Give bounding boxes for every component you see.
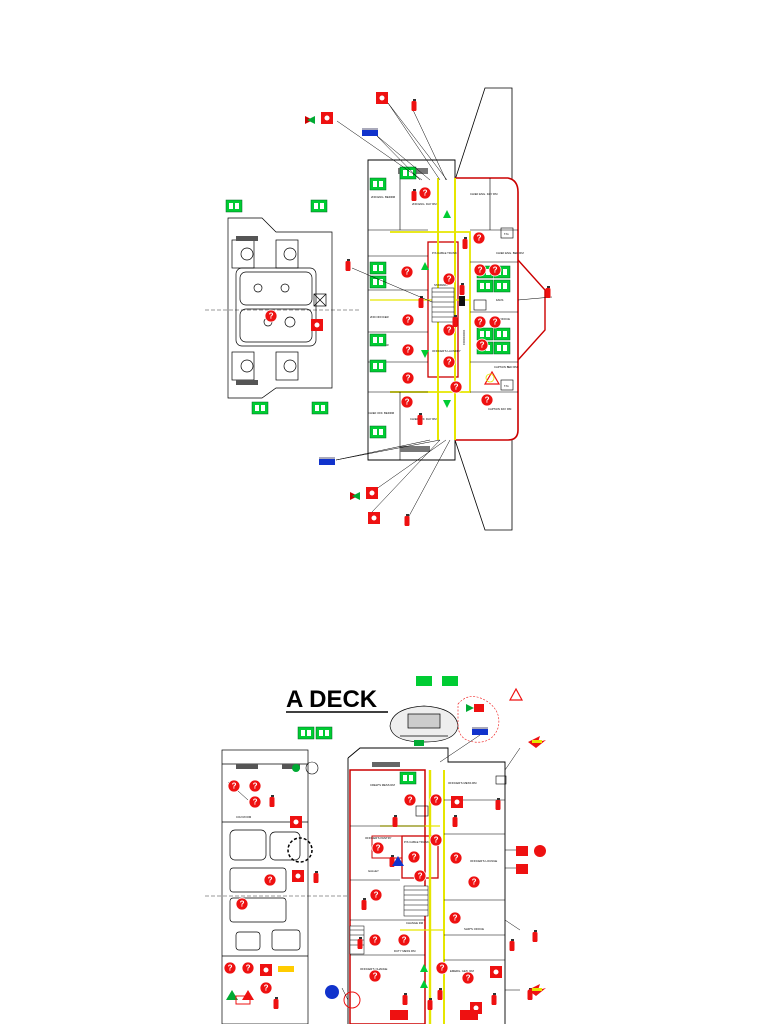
room-label: EMERG. GEN. RM [450, 969, 474, 973]
room-label: CORRIDOR [462, 330, 466, 345]
hydrant-icon [325, 985, 339, 999]
alarm-box-icon [490, 966, 502, 978]
alarm-box-icon [292, 870, 304, 882]
room-label: CHIEF ENG. DAY RM [470, 192, 498, 196]
fire-hose-box-icon [319, 457, 335, 465]
room-label: CHIEF OFF. DAY RM [410, 417, 437, 421]
extinguisher-icon [345, 259, 351, 271]
room-label: OFFICER'S MESS RM [448, 781, 477, 785]
room-label: P/S CABLE TRUNK [432, 251, 457, 255]
room-label: CHIEF ENG. BED RM [496, 251, 524, 255]
fire-detector-icon [223, 779, 277, 995]
alarm-box-icon [376, 92, 388, 104]
room-label: FANS [496, 298, 503, 302]
room-label: 2ND OFFICER [370, 315, 389, 319]
alarm-box-icon [321, 112, 333, 124]
room-label: T/G [504, 232, 509, 236]
escape-arrow-icon [421, 210, 451, 408]
warning-triangle-icon [508, 687, 524, 701]
exit-sign-icon [311, 401, 329, 415]
room-label: STAIRWAY [434, 283, 448, 287]
exit-sign-icon [225, 199, 243, 213]
room-label: CREW'S MESS RM [370, 783, 395, 787]
room-label: OFFICER'S CHANGE [360, 967, 388, 971]
room-label: OFFICER'S LAUNDRY [432, 349, 461, 353]
alarm-box-icon [311, 319, 323, 331]
extinguisher-icon [313, 871, 319, 883]
deck-title: A DECK [286, 686, 378, 713]
extinguisher-icon [273, 997, 279, 1009]
alarm-box-icon [260, 964, 272, 976]
extinguisher-icon [404, 514, 410, 526]
room-label: SHIP'S OFFICE [464, 927, 484, 931]
exit-sign-icon [310, 199, 328, 213]
room-label: CAPTAIN DAY RM [488, 407, 512, 411]
fire-hose-box-icon [362, 128, 378, 136]
extinguisher-icon [411, 99, 417, 111]
alarm-box-icon [366, 487, 378, 499]
room-label: T/G [504, 384, 509, 388]
extinguisher-icon [357, 798, 538, 1010]
fire-detector-icon [264, 309, 278, 323]
upper-deck-plan: 2ND ENG. BEDRM 2ND ENG. DAY RM CHIEF ENG… [205, 87, 553, 531]
extinguisher-icon [269, 795, 275, 807]
exit-sign-icon [251, 401, 269, 415]
room-label: CHIEF OFF. BEDRM [368, 411, 395, 415]
alarm-box-icon [368, 512, 380, 524]
alarm-box-icon [290, 816, 302, 828]
extinguisher-icon [545, 286, 551, 298]
a-deck-plan: A DECK [205, 676, 546, 1024]
lifeboat-icon [389, 705, 459, 743]
room-label: P/S CABLE TRUNK [404, 840, 429, 844]
fire-hose-box-icon [472, 727, 488, 735]
escape-arrow-icon [420, 964, 428, 988]
room-label: OFFICER'S LOUNGE [470, 859, 497, 863]
room-label: CAPTAIN BED RM [494, 365, 518, 369]
room-label: 2ND ENG. DAY RM [412, 202, 437, 206]
room-label: GALLEY [368, 869, 379, 873]
room-label: OFFICER'S PANTRY [365, 836, 392, 840]
room-label: 2ND ENG. BEDRM [371, 195, 396, 199]
room-label: CO2 ROOM [236, 815, 252, 819]
room-label: CHANGE RM [406, 921, 424, 925]
warning-triangle-icon [483, 370, 501, 385]
room-label: DUTY MESS RM [394, 949, 416, 953]
alarm-box-icon [451, 796, 463, 808]
warning-triangle-icon [392, 856, 404, 866]
